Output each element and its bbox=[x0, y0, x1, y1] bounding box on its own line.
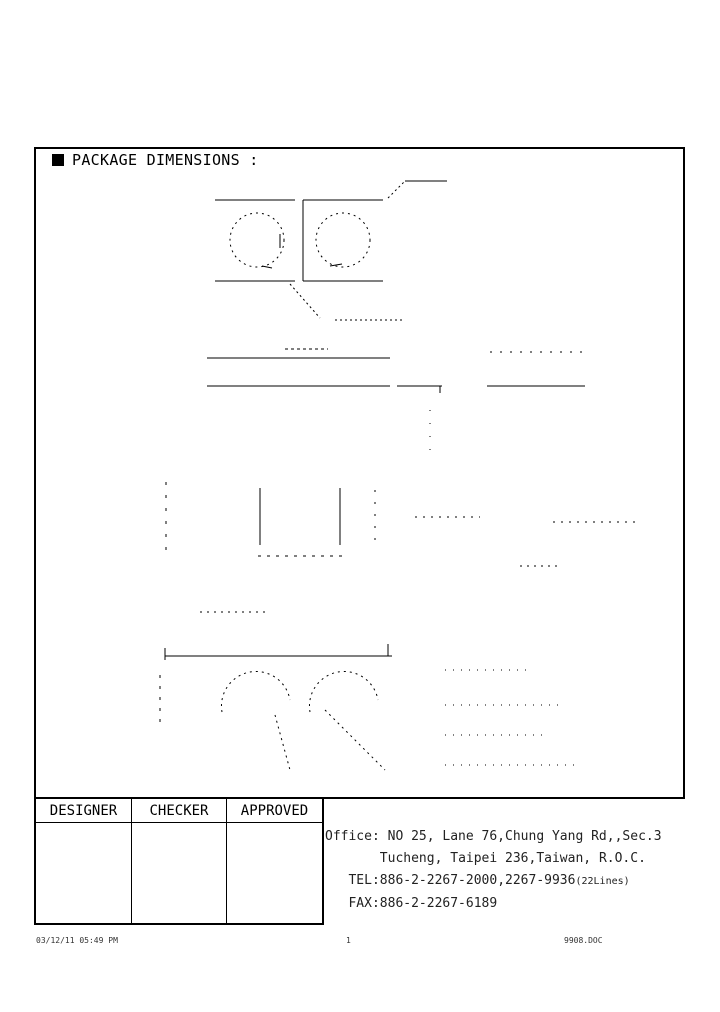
company-address: Office: NO 25, Lane 76,Chung Yang Rd,,Se… bbox=[325, 826, 662, 915]
signoff-table: DESIGNER CHECKER APPROVED bbox=[34, 799, 324, 925]
section-title-text: PACKAGE DIMENSIONS : bbox=[72, 151, 259, 169]
designer-header: DESIGNER bbox=[36, 799, 132, 823]
address-line-1: Office: NO 25, Lane 76,Chung Yang Rd,,Se… bbox=[325, 829, 662, 844]
designer-cell bbox=[36, 823, 132, 923]
package-dimension-drawing bbox=[159, 180, 635, 771]
telephone-note: (22Lines) bbox=[575, 876, 630, 887]
telephone: TEL:886-2-2267-2000,2267-9936 bbox=[348, 873, 576, 888]
address-line-2: Tucheng, Taipei 236,Taiwan, R.O.C. bbox=[379, 851, 646, 866]
footer-datetime: 03/12/11 05:49 PM bbox=[36, 936, 118, 945]
fax: FAX:886-2-2267-6189 bbox=[348, 896, 498, 911]
footer-filename: 9908.DOC bbox=[564, 936, 603, 945]
checker-header: CHECKER bbox=[132, 799, 227, 823]
top-view bbox=[215, 180, 447, 321]
approved-cell bbox=[227, 823, 322, 923]
pin-view bbox=[165, 482, 635, 567]
side-view bbox=[207, 348, 585, 455]
footer-page-number: 1 bbox=[346, 936, 351, 945]
checker-cell bbox=[132, 823, 227, 923]
section-title: PACKAGE DIMENSIONS : bbox=[52, 151, 259, 169]
drawing-frame bbox=[34, 147, 685, 799]
square-bullet-icon bbox=[52, 154, 64, 166]
bottom-view bbox=[159, 611, 575, 771]
approved-header: APPROVED bbox=[227, 799, 322, 823]
